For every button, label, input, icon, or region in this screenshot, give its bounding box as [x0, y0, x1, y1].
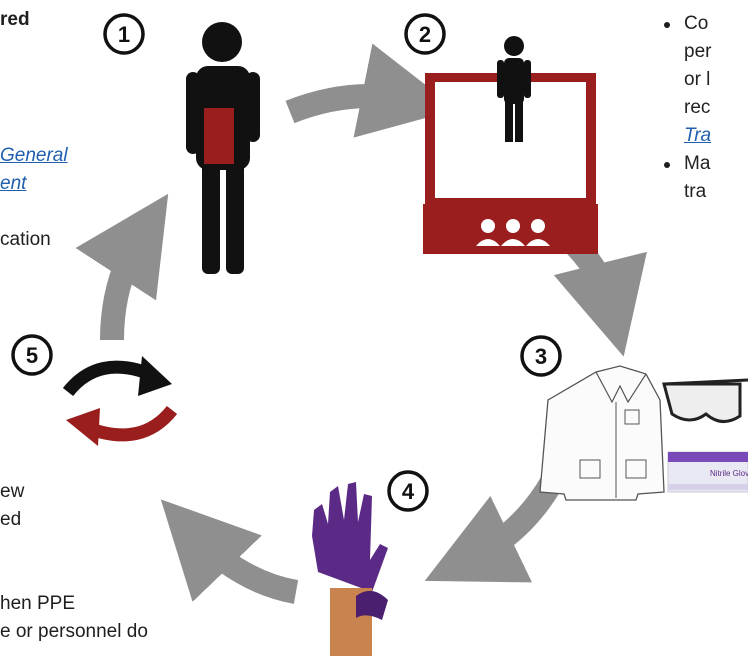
- step-number-4: 4: [402, 479, 415, 504]
- left-text-line-8: e or personnel do: [0, 621, 148, 642]
- bullet-dot: [664, 162, 670, 168]
- step-badge-4: 4: [387, 470, 429, 512]
- step-badge-3: 3: [520, 335, 562, 377]
- step-number-3: 3: [535, 344, 547, 369]
- left-text-line-7: hen PPE: [0, 593, 75, 614]
- left-text-line-4: cation: [0, 229, 51, 250]
- bullet-item-2: Ma: [664, 150, 711, 178]
- refresh-cycle-icon: [62, 356, 178, 446]
- bullet-2-line-1: Ma: [684, 153, 711, 174]
- left-text-line-1: red: [0, 9, 30, 30]
- step-badge-1: 1: [103, 13, 145, 55]
- general-link[interactable]: General: [0, 145, 68, 166]
- step-badge-5: 5: [11, 334, 53, 376]
- arrow-5-to-1: [75, 193, 169, 341]
- left-text-line-6: ed: [0, 509, 22, 530]
- arrow-1-to-2: [285, 43, 458, 138]
- safety-glasses-icon: [662, 378, 748, 423]
- gloved-hand-icon: [312, 482, 388, 656]
- bullet-dot: [664, 22, 670, 28]
- bullet-1-line-1: Co: [684, 13, 709, 34]
- glove-box-label: Nitrile Gloves: [710, 469, 748, 478]
- left-text-line-5: ew: [0, 481, 25, 502]
- step-badge-2: 2: [404, 13, 446, 55]
- lab-coat-icon: [539, 365, 665, 501]
- glove-box-icon: Nitrile Gloves: [667, 451, 748, 493]
- bullet-item-1: Co: [664, 10, 711, 38]
- clipboard-person-icon: [186, 22, 260, 274]
- arrow-4-to-5: [160, 499, 299, 604]
- step-number-1: 1: [118, 22, 130, 47]
- bullet-1-line-4: rec: [684, 97, 711, 118]
- bullet-1-line-2: per: [684, 41, 712, 62]
- bullet-2-line-2: tra: [684, 181, 707, 202]
- bullet-1-line-3: or l: [684, 69, 711, 90]
- arrow-3-to-4: [424, 475, 563, 583]
- step-number-5: 5: [26, 343, 38, 368]
- training-link[interactable]: Tra: [684, 125, 712, 146]
- general-link-cont[interactable]: ent: [0, 173, 27, 194]
- presenter-icon: [423, 36, 598, 254]
- step-number-2: 2: [419, 22, 431, 47]
- right-bullet-list: Co per or l rec Tra Ma tra: [664, 10, 711, 206]
